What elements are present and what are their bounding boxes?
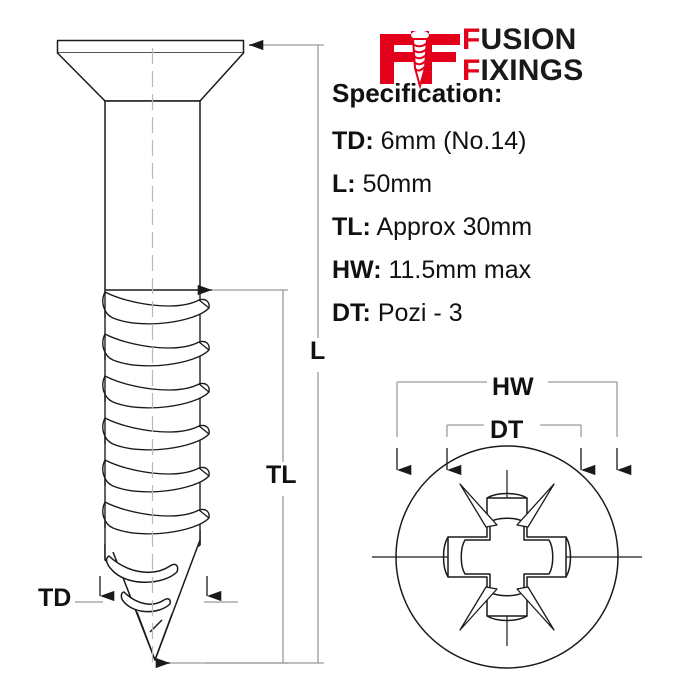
- spec-key-hw: HW:: [332, 256, 382, 284]
- dimension-label-thread-length: TL: [262, 462, 301, 488]
- spec-key-l: L:: [332, 170, 356, 198]
- spec-key-td: TD:: [332, 127, 374, 155]
- brand-f2: F: [462, 54, 481, 87]
- spec-row-l: L: 50mm: [332, 163, 682, 206]
- spec-value-tl: Approx 30mm: [376, 213, 533, 241]
- screw-head-side: [56, 39, 245, 102]
- spec-row-hw: HW: 11.5mm max: [332, 249, 682, 292]
- spec-value-hw: 11.5mm max: [388, 256, 532, 284]
- spec-row-tl: TL: Approx 30mm: [332, 206, 682, 249]
- pozidriv-ribs: [459, 483, 555, 631]
- spec-value-dt: Pozi - 3: [377, 299, 463, 327]
- dimension-HW: [396, 381, 618, 437]
- brand-usion: USION: [480, 23, 577, 56]
- screw-thread: [102, 290, 210, 560]
- spec-value-td: 6mm (No.14): [380, 127, 527, 155]
- spec-value-l: 50mm: [362, 170, 433, 198]
- spec-key-tl: TL:: [332, 213, 371, 241]
- brand-ixings: IXINGS: [480, 54, 584, 87]
- spec-row-td: TD: 6mm (No.14): [332, 120, 682, 163]
- dimension-label-head-width: HW: [488, 374, 538, 400]
- dimension-label-drive-type: DT: [486, 417, 528, 443]
- specification-title: Specification:: [332, 78, 503, 108]
- brand-wordmark: FUSION FIXINGS: [462, 24, 682, 86]
- brand-f1: F: [462, 23, 481, 56]
- brand-logo: FUSION FIXINGS: [378, 24, 678, 90]
- dimension-label-length: L: [306, 338, 330, 364]
- spec-row-dt: DT: Pozi - 3: [332, 292, 682, 335]
- specification-block: Specification: TD: 6mm (No.14) L: 50mm T…: [332, 78, 682, 335]
- ff-screw-monogram-icon: [380, 30, 460, 90]
- head-top-view: [372, 445, 642, 669]
- screw-point: [104, 530, 201, 661]
- dimension-DT: [446, 424, 582, 437]
- dimension-TL: [206, 289, 288, 664]
- spec-key-dt: DT:: [332, 299, 371, 327]
- brand-wordmark-line2: FIXINGS: [462, 55, 682, 86]
- brand-wordmark-line1: FUSION: [462, 24, 682, 55]
- dimension-label-thread-diameter: TD: [34, 585, 76, 611]
